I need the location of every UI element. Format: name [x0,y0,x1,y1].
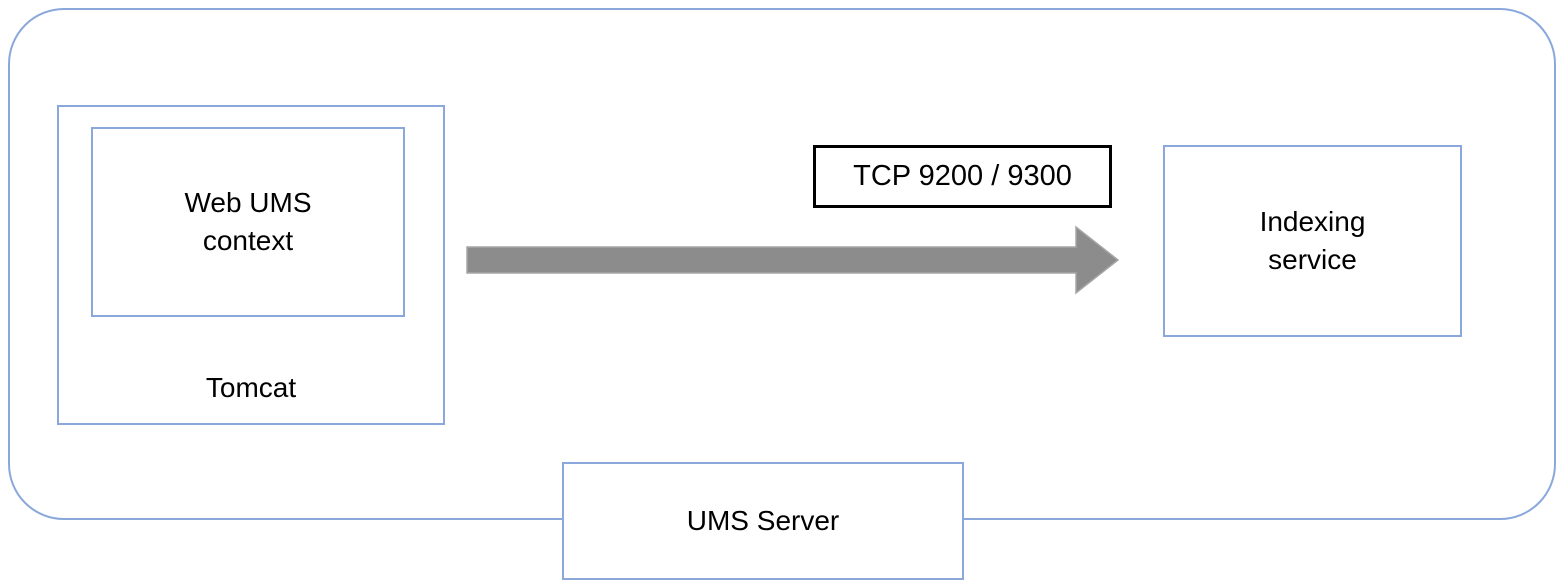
indexing-service-label: Indexing service [1259,206,1366,275]
edge-label-tcp-ports: TCP 9200 / 9300 [813,145,1112,208]
web-ums-context-label: Web UMS context [184,187,312,256]
tomcat-label: Tomcat [205,372,297,404]
ums-server-label: UMS Server [686,505,840,537]
node-indexing-service: Indexing service [1163,145,1462,337]
node-tomcat: Web UMS context Tomcat [57,105,445,425]
tcp-ports-text: TCP 9200 / 9300 [853,160,1072,192]
node-ums-server: UMS Server [562,462,964,580]
node-web-ums-context: Web UMS context [91,127,405,317]
